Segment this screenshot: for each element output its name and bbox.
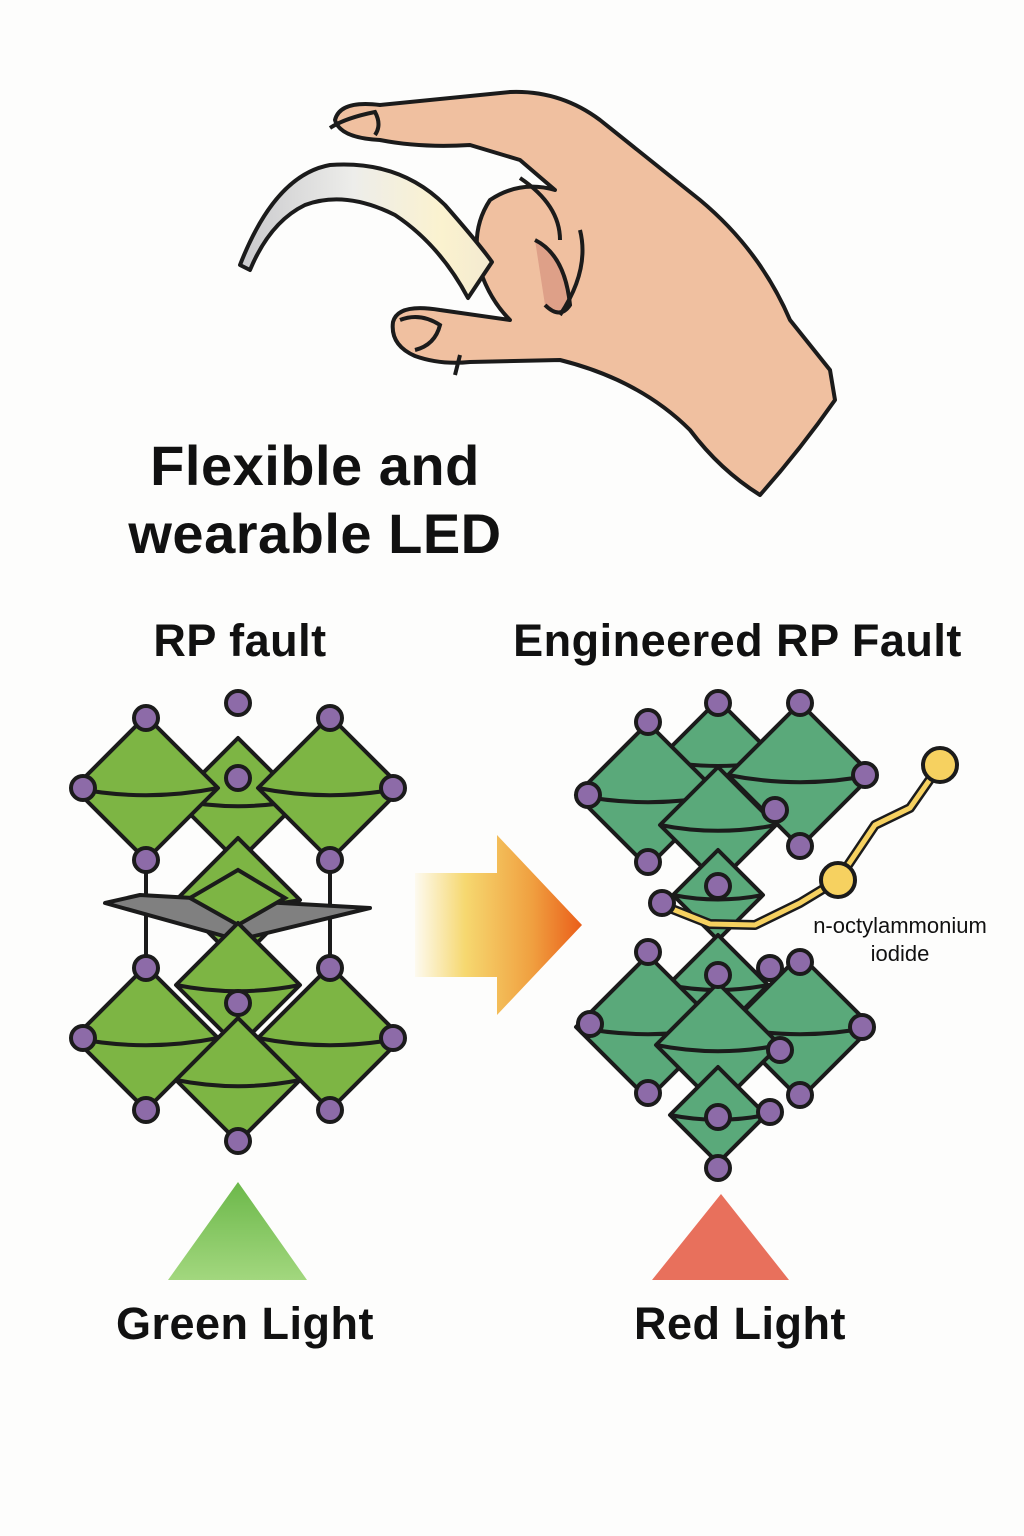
atom-icon: [316, 954, 344, 982]
atom-icon: [766, 1036, 794, 1064]
ligand-end-atom-icon: [921, 746, 959, 784]
octahedron-tip: [185, 867, 289, 928]
atom-icon: [224, 689, 252, 717]
rp-fault-title: RP fault: [153, 615, 327, 666]
atom-icon: [132, 1096, 160, 1124]
hand-illustration: [238, 89, 837, 497]
atom-icon: [786, 832, 814, 860]
atom-icon: [786, 689, 814, 717]
engineered-rp-fault-title: Engineered RP Fault: [513, 615, 962, 666]
atom-icon: [224, 764, 252, 792]
atom-icon: [761, 796, 789, 824]
atom-icon: [634, 938, 662, 966]
atom-icon: [316, 704, 344, 732]
atom-icon: [224, 989, 252, 1017]
atom-icon: [704, 1154, 732, 1182]
rp-fault-structure: [69, 689, 407, 1155]
atom-icon: [316, 846, 344, 874]
atom-icon: [574, 781, 602, 809]
atom-icon: [69, 774, 97, 802]
atom-icon: [132, 704, 160, 732]
atom-icon: [379, 774, 407, 802]
octahedron-equator: [655, 1043, 781, 1054]
green-light-triangle-icon: [168, 1182, 307, 1280]
atom-icon: [224, 1127, 252, 1155]
red-light-triangle-icon: [652, 1194, 789, 1280]
atom-icon: [576, 1010, 604, 1038]
ligand-label-line2: iodide: [870, 941, 930, 966]
atom-icon: [848, 1013, 876, 1041]
hero-title-line1: Flexible and: [150, 434, 480, 497]
octahedron-equator: [175, 1078, 301, 1089]
atom-icon: [634, 1079, 662, 1107]
hero-title: Flexible and wearable LED: [90, 432, 540, 568]
atom-icon: [786, 1081, 814, 1109]
atom-icon: [648, 889, 676, 917]
green-light-caption: Green Light: [115, 1298, 374, 1349]
atom-icon: [379, 1024, 407, 1052]
atom-icon: [786, 948, 814, 976]
atom-icon: [851, 761, 879, 789]
atom-icon: [634, 848, 662, 876]
atom-icon: [132, 954, 160, 982]
atom-icon: [704, 689, 732, 717]
octahedron-equator: [659, 823, 777, 833]
atom-icon: [704, 961, 732, 989]
atom-icon: [634, 708, 662, 736]
transition-arrow-icon: [415, 835, 582, 1015]
atom-icon: [756, 954, 784, 982]
ligand-ammonium-atom-icon: [819, 861, 857, 899]
ligand-chain: [661, 763, 943, 928]
flexible-film-icon: [238, 162, 494, 300]
atom-icon: [704, 1103, 732, 1131]
atom-icon: [704, 872, 732, 900]
ligand-label-line1: n-octylammonium: [813, 913, 987, 938]
atom-icon: [132, 846, 160, 874]
ligand-label: n-octylammonium iodide: [785, 912, 1015, 968]
red-light-caption: Red Light: [634, 1298, 846, 1349]
atom-icon: [69, 1024, 97, 1052]
hero-title-line2: wearable LED: [128, 502, 502, 565]
engineered-rp-fault-structure: [574, 689, 959, 1182]
atom-icon: [316, 1096, 344, 1124]
atom-icon: [756, 1098, 784, 1126]
